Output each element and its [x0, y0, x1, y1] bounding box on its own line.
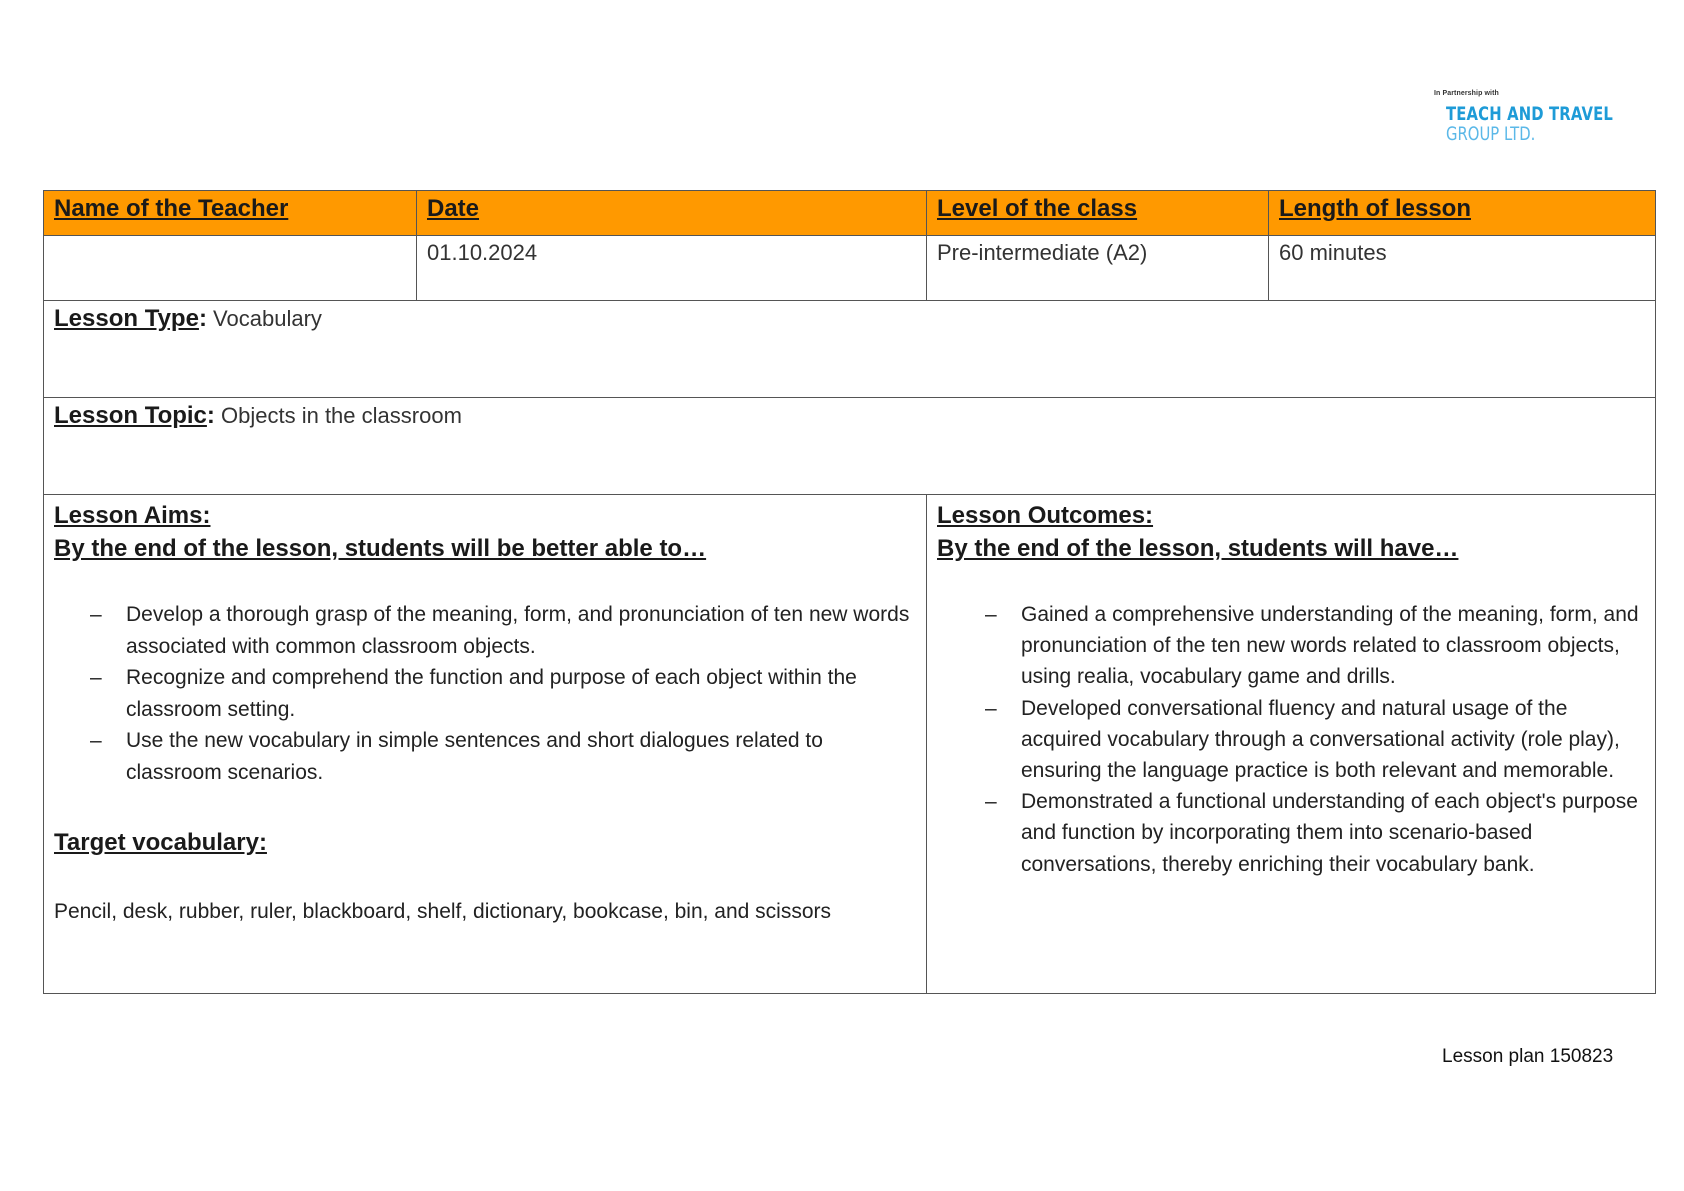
- aim-item: Recognize and comprehend the function an…: [90, 662, 916, 725]
- aim-item: Use the new vocabulary in simple sentenc…: [90, 725, 916, 788]
- lesson-plan-table: Name of the Teacher Date Level of the cl…: [43, 190, 1656, 994]
- outcome-item: Developed conversational fluency and nat…: [985, 693, 1645, 787]
- header-row: Name of the Teacher Date Level of the cl…: [43, 190, 1656, 236]
- values-row: 01.10.2024 Pre-intermediate (A2) 60 minu…: [43, 235, 1656, 301]
- header-date: Date: [427, 195, 480, 222]
- lesson-topic-row: Lesson Topic: Objects in the classroom: [43, 397, 1656, 495]
- lesson-aims-heading: Lesson Aims:: [54, 502, 211, 529]
- aims-outcomes-row: Lesson Aims: By the end of the lesson, s…: [43, 494, 1656, 994]
- lesson-type-cell: Lesson Type: Vocabulary: [43, 300, 1656, 398]
- lesson-type-colon: :: [198, 305, 207, 332]
- header-cell-date: Date: [416, 190, 927, 236]
- header-level: Level of the class: [937, 195, 1138, 222]
- lesson-outcomes-cell: Lesson Outcomes: By the end of the lesso…: [926, 494, 1656, 994]
- value-date: 01.10.2024: [416, 235, 927, 301]
- footer-plan-id: Lesson plan 150823: [1442, 1046, 1614, 1067]
- logo-tagline: In Partnership with: [1434, 90, 1499, 97]
- lesson-type-value: Vocabulary: [206, 306, 322, 331]
- logo-line-2: GROUP LTD.: [1446, 123, 1536, 145]
- outcome-item: Demonstrated a functional understanding …: [985, 786, 1645, 880]
- target-vocabulary-heading: Target vocabulary:: [54, 829, 267, 856]
- header-cell-level: Level of the class: [926, 190, 1269, 236]
- lesson-aims-subheading: By the end of the lesson, students will …: [54, 535, 707, 562]
- target-vocabulary-list: Pencil, desk, rubber, ruler, blackboard,…: [54, 900, 832, 923]
- logo-line-1: TEACH AND TRAVEL: [1446, 103, 1613, 125]
- lesson-topic-label: Lesson Topic: [54, 402, 207, 429]
- lesson-aims-list: Develop a thorough grasp of the meaning,…: [54, 599, 916, 788]
- lesson-topic-colon: :: [206, 402, 215, 429]
- header-cell-length: Length of lesson: [1268, 190, 1656, 236]
- header-cell-teacher: Name of the Teacher: [43, 190, 417, 236]
- lesson-aims-cell: Lesson Aims: By the end of the lesson, s…: [43, 494, 927, 994]
- header-teacher: Name of the Teacher: [54, 195, 289, 222]
- value-level: Pre-intermediate (A2): [926, 235, 1269, 301]
- lesson-outcomes-heading: Lesson Outcomes:: [937, 502, 1154, 529]
- outcome-item: Gained a comprehensive understanding of …: [985, 599, 1645, 693]
- aim-item: Develop a thorough grasp of the meaning,…: [90, 599, 916, 662]
- lesson-type-row: Lesson Type: Vocabulary: [43, 300, 1656, 398]
- lesson-topic-value: Objects in the classroom: [214, 403, 462, 428]
- header-length: Length of lesson: [1279, 195, 1471, 222]
- lesson-outcomes-subheading: By the end of the lesson, students will …: [937, 535, 1459, 562]
- lesson-type-label: Lesson Type: [54, 305, 199, 332]
- partner-logo: In Partnership with TEACH AND TRAVEL GRO…: [1434, 90, 1614, 145]
- lesson-outcomes-list: Gained a comprehensive understanding of …: [937, 599, 1645, 880]
- lesson-topic-cell: Lesson Topic: Objects in the classroom: [43, 397, 1656, 495]
- value-length: 60 minutes: [1268, 235, 1656, 301]
- value-teacher: [43, 235, 417, 301]
